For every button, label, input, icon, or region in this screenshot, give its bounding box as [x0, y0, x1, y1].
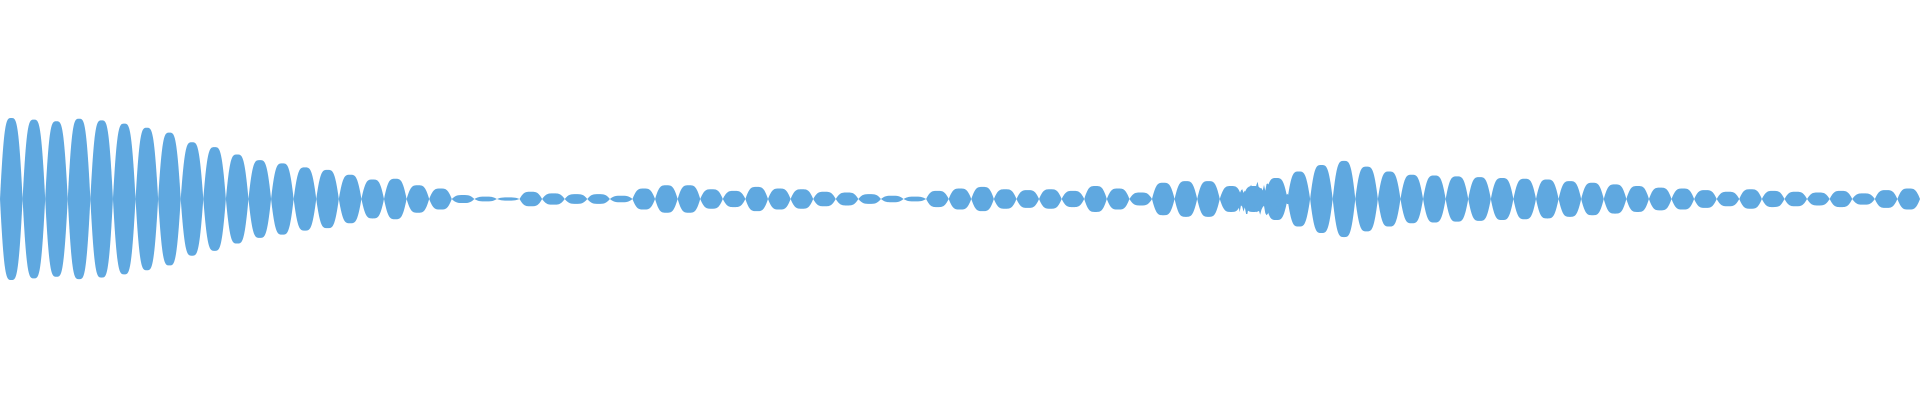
- waveform-lobe: [813, 191, 836, 207]
- waveform-lobe: [22, 119, 46, 279]
- waveform-lobe: [1400, 174, 1424, 224]
- waveform-lobe: [225, 154, 249, 244]
- waveform-lobe: [587, 194, 610, 204]
- waveform-lobe: [496, 197, 520, 201]
- waveform-lobe: [429, 188, 452, 210]
- waveform-lobe: [993, 189, 1017, 209]
- waveform-lobe: [1648, 187, 1672, 211]
- waveform-lobe: [971, 186, 994, 212]
- waveform-lobe: [474, 196, 497, 202]
- waveform-lobe: [858, 194, 881, 204]
- waveform-noise-burst: [1219, 181, 1296, 216]
- waveform-lobe: [1287, 171, 1311, 227]
- waveform-lobe: [248, 160, 272, 238]
- waveform-lobe: [790, 189, 814, 209]
- waveform-lobe: [45, 121, 68, 277]
- waveform-lobe: [1084, 186, 1107, 212]
- waveform-lobe: [700, 189, 723, 209]
- waveform-lobe: [722, 190, 746, 208]
- waveform-lobe: [609, 195, 633, 203]
- waveform-lobe: [1807, 192, 1830, 206]
- waveform-lobe: [1852, 193, 1875, 205]
- waveform-lobe: [542, 193, 565, 205]
- waveform-lobe: [1197, 181, 1220, 217]
- waveform-lobe: [1536, 179, 1559, 219]
- waveform-lobe: [1761, 190, 1785, 208]
- waveform-lobe: [135, 127, 159, 271]
- waveform-lobe: [1174, 181, 1198, 217]
- waveform-lobe: [158, 132, 181, 266]
- waveform-lobe: [677, 185, 701, 213]
- waveform-lobes: [0, 118, 1920, 280]
- waveform-lobe: [271, 163, 294, 235]
- waveform-lobe: [1829, 190, 1853, 208]
- waveform-lobe: [180, 142, 204, 256]
- waveform-lobe: [745, 186, 768, 212]
- waveform-lobe: [1694, 190, 1717, 208]
- waveform-lobe: [1490, 177, 1514, 221]
- waveform-lobe: [1445, 176, 1469, 222]
- waveform-lobe: [564, 194, 588, 204]
- waveform-lobe: [1626, 186, 1649, 212]
- waveform-lobe: [1152, 182, 1175, 216]
- waveform-lobe: [1558, 181, 1582, 217]
- waveform-lobe: [1061, 190, 1085, 208]
- waveform-lobe: [1784, 191, 1808, 207]
- waveform-lobe: [406, 185, 430, 213]
- waveform-lobe: [1377, 171, 1401, 227]
- waveform-lobe: [1310, 164, 1333, 234]
- waveform-lobe: [1671, 188, 1695, 210]
- waveform-lobe: [1874, 190, 1898, 208]
- waveform-lobe: [519, 191, 543, 207]
- waveform-lobe: [384, 178, 407, 220]
- waveform-lobe: [926, 190, 949, 208]
- waveform-lobe: [632, 188, 656, 210]
- waveform-lobe: [112, 123, 136, 275]
- waveform-lobe: [1603, 184, 1627, 214]
- waveform-lobe: [880, 195, 904, 203]
- waveform-lobe: [1106, 188, 1130, 210]
- waveform-lobe: [1355, 166, 1378, 232]
- waveform-lobe: [1129, 192, 1152, 206]
- waveform-lobe: [1581, 182, 1604, 216]
- waveform-lobe: [1739, 189, 1762, 209]
- waveform-lobe: [1468, 177, 1491, 221]
- waveform-lobe: [1332, 160, 1356, 238]
- waveform-lobe: [338, 174, 362, 224]
- waveform-lobe: [1716, 191, 1740, 207]
- waveform-lobe: [768, 188, 791, 210]
- waveform-lobe: [1016, 190, 1040, 208]
- waveform-lobe: [451, 194, 475, 204]
- waveform-lobe: [67, 118, 91, 280]
- waveform-lobe: [1513, 178, 1536, 220]
- waveform-lobe: [655, 185, 678, 213]
- waveform-lobe: [1039, 189, 1062, 209]
- waveform-lobe: [903, 196, 927, 202]
- waveform-lobe: [0, 118, 23, 280]
- waveform-lobe: [948, 188, 972, 210]
- waveform-lobe: [1423, 175, 1446, 223]
- waveform-lobe: [316, 169, 339, 229]
- waveform-lobe: [90, 120, 113, 278]
- waveform-lobe: [203, 147, 226, 251]
- waveform-lobe: [1897, 188, 1920, 210]
- waveform-lobe: [835, 192, 859, 206]
- waveform-lobe: [293, 167, 317, 231]
- waveform-lobe: [361, 179, 384, 219]
